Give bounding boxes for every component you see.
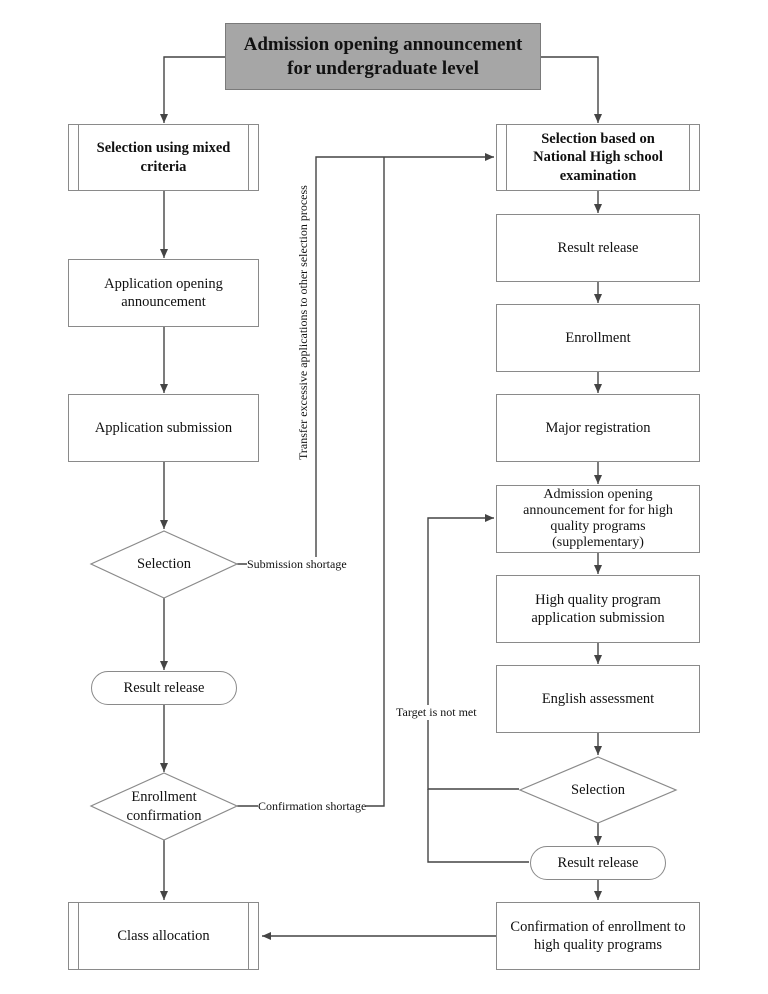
selection-national-exam-box: Selection based on National High school …: [496, 124, 700, 191]
english-assessment-box: English assessment: [496, 665, 700, 733]
result-release-right2-label: Result release: [557, 854, 639, 871]
result-release-left-label: Result release: [123, 679, 205, 696]
enrollment-box: Enrollment: [496, 304, 700, 372]
application-opening-label: Application opening announcement: [104, 275, 223, 310]
confirmation-shortage-label: Confirmation shortage: [258, 799, 367, 814]
confirmation-hq-label: Confirmation of enrollment to high quali…: [510, 918, 686, 953]
hq-application-label: High quality program application submiss…: [531, 591, 665, 626]
transfer-label: Transfer excessive applications to other…: [296, 185, 310, 460]
selection-right-text: Selection: [544, 774, 652, 806]
confirmation-hq-box: Confirmation of enrollment to high quali…: [496, 902, 700, 970]
header-title: Admission opening announcement for under…: [243, 33, 523, 79]
selection-mixed-criteria-label: Selection using mixed criteria: [96, 140, 231, 175]
result-release-right2-box: Result release: [530, 846, 666, 880]
header-box: Admission opening announcement for under…: [225, 23, 541, 90]
arrow-header-to-right: [541, 56, 602, 123]
selection-left-text: Selection: [110, 548, 218, 580]
arrow-header-to-left: [160, 56, 225, 123]
enrollment-confirmation-label: Enrollment confirmation: [126, 789, 202, 824]
selection-diamond-left: [89, 530, 239, 599]
application-submission-label: Application submission: [94, 419, 233, 436]
enrollment-label: Enrollment: [565, 329, 631, 346]
line-result-loop: [427, 789, 529, 863]
class-allocation-box: Class allocation: [68, 902, 259, 970]
selection-left-label: Selection: [137, 555, 191, 572]
class-allocation-label: Class allocation: [117, 927, 210, 944]
enrollment-confirmation-diamond: [89, 772, 239, 841]
application-submission-box: Application submission: [68, 394, 259, 462]
hq-application-box: High quality program application submiss…: [496, 575, 700, 643]
hq-announcement-box: Admission opening announcement for for h…: [496, 485, 700, 553]
hq-announcement-label: Admission opening announcement for for h…: [523, 486, 673, 551]
result-release-left-box: Result release: [91, 671, 237, 705]
submission-shortage-label: Submission shortage: [247, 557, 347, 572]
application-opening-box: Application opening announcement: [68, 259, 259, 327]
enrollment-confirmation-text: Enrollment confirmation: [112, 788, 216, 826]
major-registration-label: Major registration: [545, 419, 651, 436]
line-target-not-met: [427, 514, 519, 790]
result-release-right-box: Result release: [496, 214, 700, 282]
selection-diamond-right: [518, 756, 678, 824]
major-registration-box: Major registration: [496, 394, 700, 462]
target-not-met-label: Target is not met: [396, 705, 477, 720]
selection-right-label: Selection: [571, 781, 625, 798]
line-submission-shortage: [237, 153, 494, 565]
selection-mixed-criteria-box: Selection using mixed criteria: [68, 124, 259, 191]
english-assessment-label: English assessment: [541, 690, 655, 707]
selection-national-exam-label: Selection based on National High school …: [533, 131, 663, 184]
result-release-right-label: Result release: [557, 239, 639, 256]
